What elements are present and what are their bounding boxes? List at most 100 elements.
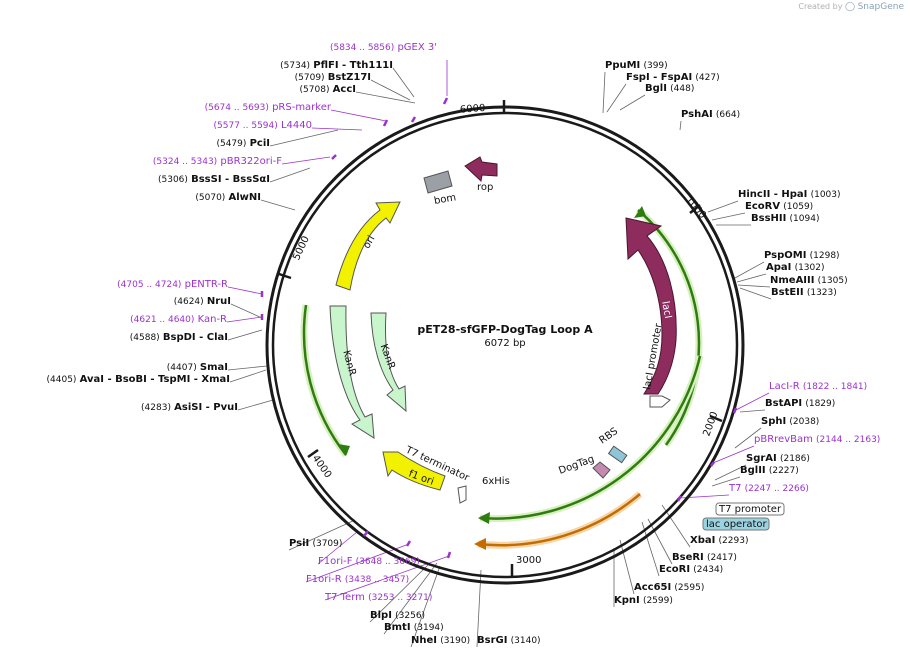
site-name: FspI - FspAI — [626, 72, 692, 83]
site-name: PspOMI — [764, 250, 806, 261]
site-position: (5734) — [280, 61, 310, 71]
primer-leader-line — [227, 286, 263, 295]
site-label-10: BstEII (1323) — [771, 287, 837, 298]
site-label-28: (4588) BspDI - ClaI — [130, 332, 228, 343]
primer-label-3: (5324 .. 5343) pBR322ori-F — [153, 156, 282, 167]
primer-labels: (5834 .. 5856) pGEX 3'(5674 .. 5693) pRS… — [117, 42, 880, 603]
site-label-13: SgrAI (2186) — [746, 453, 810, 464]
primer-leader-line — [226, 316, 263, 323]
site-position: (1094) — [790, 214, 820, 224]
site-position: (2227) — [769, 466, 799, 476]
site-label-5: EcoRV (1059) — [745, 201, 813, 212]
site-position: (5709) — [295, 73, 325, 83]
site-position: (1829) — [805, 399, 835, 409]
site-label-7: PspOMI (1298) — [764, 250, 840, 261]
kan-arc — [302, 304, 347, 456]
snapgene-logo-icon: ◯ — [844, 2, 856, 12]
site-label-0: PpuMI (399) — [605, 60, 668, 71]
kanR-feature-2 — [370, 312, 407, 413]
site-name: BsrGI — [477, 635, 507, 646]
site-position: (2599) — [643, 596, 673, 606]
site-name: BglII — [740, 465, 766, 476]
rbs-feature — [607, 445, 628, 464]
site-leader-line — [260, 199, 296, 211]
site-leader-line — [288, 519, 356, 551]
his-tag-label: 6xHis — [482, 476, 510, 487]
site-leader-line — [734, 427, 762, 449]
site-leader-line — [711, 212, 746, 221]
primer-name: F1ori-R — [306, 574, 342, 585]
site-label-2: BglI (448) — [645, 83, 694, 94]
primer-name: Kan-R — [198, 314, 227, 325]
site-name: BstAPI — [765, 398, 802, 409]
primer-name: L4440 — [281, 120, 312, 131]
site-position: (4588) — [130, 333, 160, 343]
site-name: KpnI — [614, 595, 640, 606]
site-label-8: ApaI (1302) — [766, 262, 825, 273]
primer-name: F1ori-F — [318, 556, 353, 567]
tick-label-3000: 3000 — [516, 555, 541, 566]
site-name: BglI — [645, 83, 667, 94]
site-label-24: PsiI (3709) — [289, 538, 342, 549]
site-name: AvaI - BsoBI - TspMI - XmaI — [80, 374, 230, 385]
site-label-14: BglII (2227) — [740, 465, 799, 476]
site-label-26: (4405) AvaI - BsoBI - TspMI - XmaI — [47, 374, 231, 385]
site-label-33: (5708) AccI — [300, 84, 356, 95]
site-position: (3190) — [440, 636, 470, 646]
cds-arc — [479, 355, 702, 520]
primer-marks — [260, 97, 738, 559]
site-leader-line — [410, 565, 441, 648]
site-label-16: BseRI (2417) — [672, 552, 737, 563]
primer-position: (4621 .. 4640) — [130, 315, 194, 325]
site-position: (3256) — [395, 611, 425, 621]
site-name: PciI — [250, 138, 270, 149]
primer-name: pRS-marker — [272, 102, 332, 113]
lacI-label: lacI — [659, 300, 673, 319]
site-position: (2595) — [674, 583, 704, 593]
f1-ori-feature — [382, 451, 446, 491]
primer-position: (5834 .. 5856) — [330, 43, 394, 53]
primer-leader-line — [281, 156, 331, 165]
site-leader-line — [227, 365, 268, 371]
site-label-34: (5709) BstZ17I — [295, 72, 371, 83]
site-label-35: (5734) PflFI - Tth111I — [280, 60, 393, 71]
site-name: BmtI — [384, 622, 411, 633]
site-leader-line — [679, 120, 682, 131]
primer-leader-line — [330, 109, 387, 122]
site-name: BstZ17I — [328, 72, 371, 83]
site-position: (2434) — [693, 565, 723, 575]
t7-promoter-label: T7 promoter — [718, 504, 782, 515]
primer-label-5: (4621 .. 4640) Kan-R — [130, 314, 227, 325]
primer-leader-line — [311, 127, 363, 131]
cds-arc-halo — [479, 355, 704, 523]
site-label-17: EcoRI (2434) — [659, 564, 723, 575]
site-name: NheI — [411, 635, 437, 646]
site-position: (5708) — [300, 85, 330, 95]
primer-label-2: (5577 .. 5594) L4440 — [214, 120, 313, 131]
site-name: NruI — [207, 296, 231, 307]
primer-position: (4705 .. 4724) — [117, 280, 181, 290]
lacI-promoter-feature — [649, 395, 671, 408]
rop-label: rop — [477, 182, 493, 193]
site-name: EcoRV — [745, 201, 780, 212]
t7-promoter-box — [715, 502, 785, 516]
lac-operator-label: lac operator — [706, 519, 767, 530]
primer-position: (2144 .. 2163) — [816, 435, 880, 445]
primer-leader-line — [317, 531, 358, 565]
arc-arrowhead-1 — [634, 206, 646, 218]
site-position: (2038) — [789, 417, 819, 427]
plasmid-size: 6072 bp — [484, 338, 525, 349]
site-label-3: PshAI (664) — [681, 109, 740, 120]
site-name: NmeAIII — [770, 275, 814, 286]
primer-label-11: T7 Term (3253 .. 3271) — [324, 592, 432, 603]
site-label-15: XbaI (2293) — [690, 535, 748, 546]
site-name: AlwNI — [229, 192, 262, 203]
site-leader-line — [370, 79, 411, 101]
site-name: ApaI — [766, 262, 791, 273]
site-leader-line — [269, 167, 311, 183]
primer-position: (5324 .. 5343) — [153, 157, 217, 167]
site-name: SphI — [761, 416, 786, 427]
site-position: (1298) — [810, 251, 840, 261]
tick-marks — [278, 100, 723, 577]
orange-arc — [477, 493, 641, 547]
